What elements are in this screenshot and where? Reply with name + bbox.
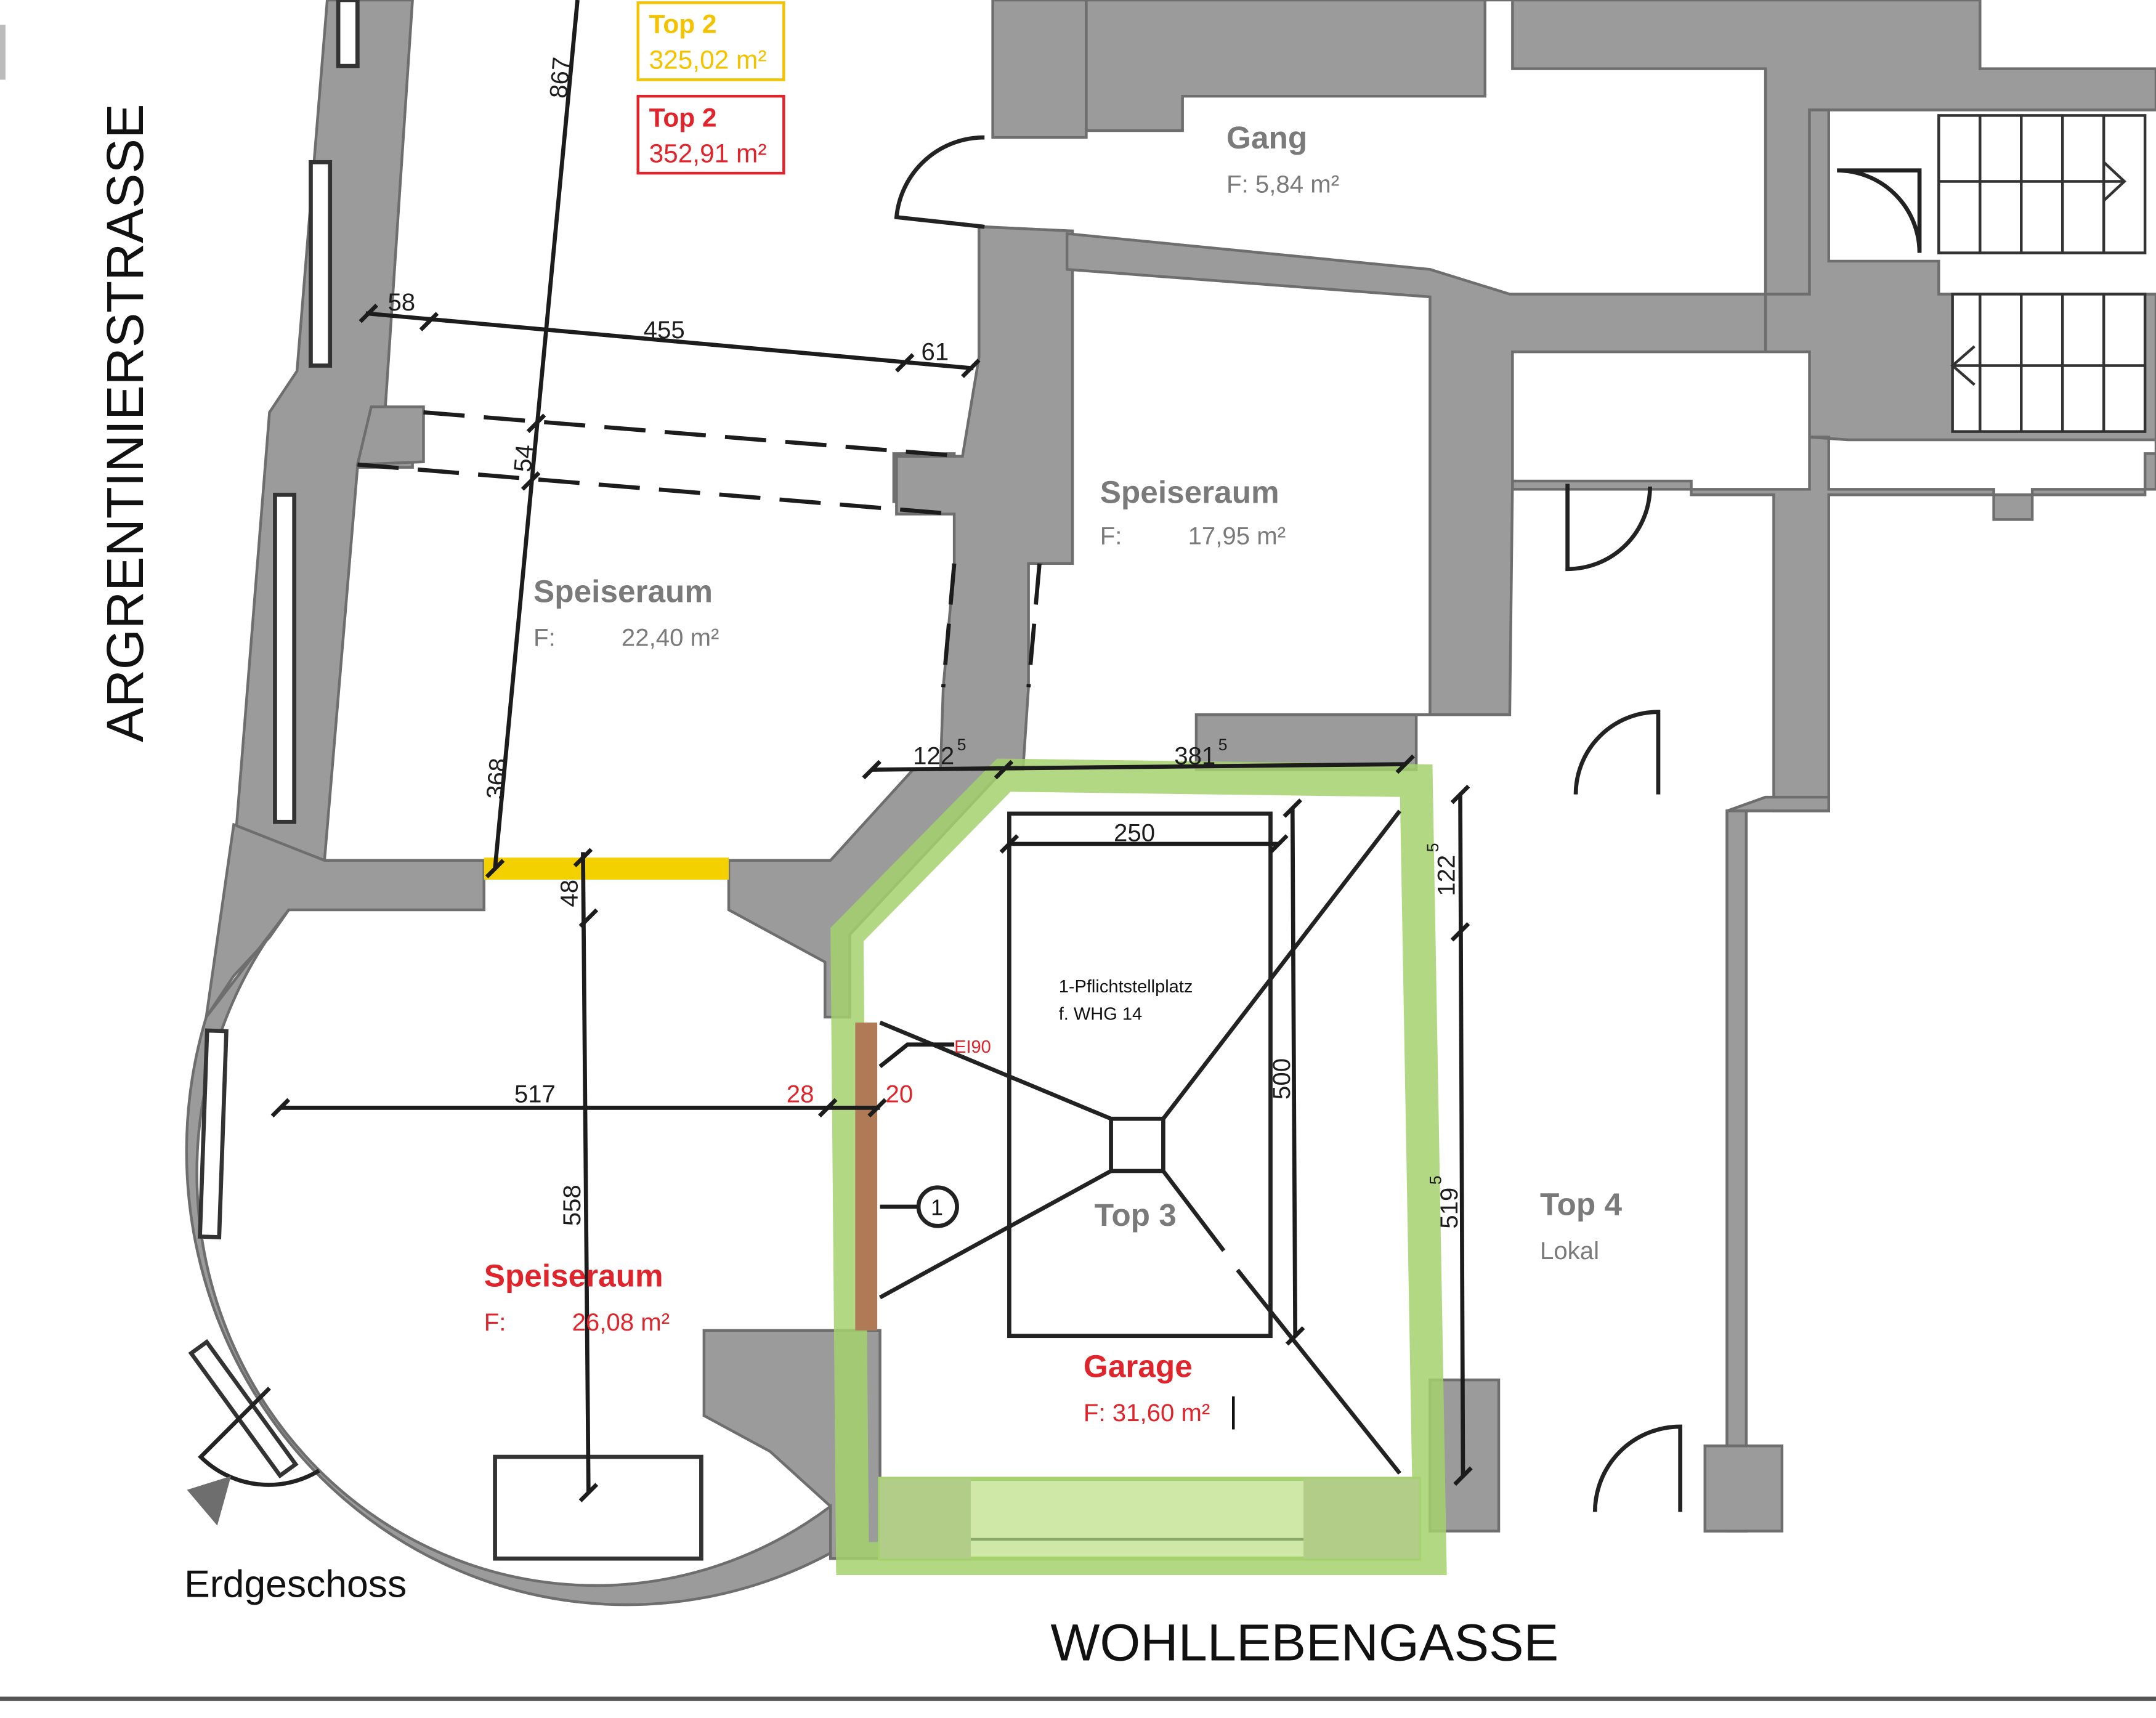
- speise-upper-right-name: Speiseraum: [1100, 475, 1279, 510]
- garage-name: Garage: [1084, 1349, 1193, 1384]
- dim-54: 54: [509, 444, 539, 473]
- room-door-swing-2: [1573, 710, 1661, 795]
- dim-517: 517: [514, 1080, 556, 1108]
- top4-door-swing: [1592, 1424, 1683, 1512]
- top4-east-wall: [1725, 809, 1748, 1533]
- parking-space: [878, 809, 1401, 1475]
- parking-line2: f. WHG 14: [1059, 1005, 1142, 1024]
- round-door-swing: [198, 1387, 320, 1487]
- round-window-west: [198, 1028, 229, 1239]
- dim-48: 48: [555, 880, 583, 907]
- dim-20: 20: [886, 1080, 914, 1108]
- doors-stairs: [894, 114, 2147, 1512]
- left-partition-wall: [355, 405, 425, 466]
- fire-rating-label: EI90: [954, 1037, 991, 1057]
- west-window-3: [273, 492, 297, 824]
- dim-1225a: 122: [913, 742, 954, 770]
- speise-upper-right-prefix: F:: [1100, 522, 1122, 550]
- garage-gate-pier-right: [1303, 1478, 1419, 1559]
- garage-area: F: 31,60 m²: [1084, 1399, 1210, 1427]
- central-wall: [895, 225, 1074, 771]
- speise-left-area: 22,40 m²: [622, 624, 719, 652]
- dim-61: 61: [922, 338, 949, 366]
- dim-3815-sup: 5: [1218, 735, 1228, 754]
- labels: ARGRENTINIERSTRASSE WOHLLEBENGASSE Erdge…: [95, 56, 1622, 1672]
- dim-558: 558: [558, 1185, 586, 1226]
- opening-dashed-vert-right: [1026, 563, 1042, 687]
- speise-left-name: Speiseraum: [533, 573, 713, 609]
- garage-gate-pier-left: [880, 1478, 971, 1559]
- dim-28: 28: [787, 1080, 814, 1108]
- staircase: [1937, 114, 2147, 433]
- gang-top-wall: [1085, 0, 2156, 304]
- yellow-wall-segment: [484, 857, 729, 880]
- dim-58: 58: [387, 288, 415, 316]
- opening-dashed-vert-left: [941, 563, 957, 687]
- round-window-sw: [188, 1339, 299, 1479]
- speise-round-name: Speiseraum: [484, 1258, 663, 1293]
- gang-door-swing: [894, 135, 985, 229]
- opening-dashed-bottom: [357, 462, 955, 516]
- speise-left-prefix: F:: [533, 624, 556, 652]
- dim-867: 867: [545, 56, 576, 100]
- marker-1-label: 1: [931, 1195, 943, 1220]
- ei90-wall: [855, 1023, 878, 1331]
- dim-500: 500: [1268, 1058, 1295, 1100]
- gang-bottom-wall: [1065, 108, 2156, 812]
- gang-area: F: 5,84 m²: [1226, 170, 1339, 198]
- dim-1225b-sup: 5: [1424, 843, 1442, 852]
- west-window-1: [336, 0, 360, 68]
- sheet-corner-mark: [0, 25, 6, 80]
- stair-door-swing: [1837, 168, 1922, 253]
- dim-3815: 381: [1174, 742, 1215, 770]
- parking-line1: 1-Pflichtstellplatz: [1059, 977, 1193, 997]
- stair-core-wall: [1703, 795, 1830, 1533]
- top4-south-pier: [1703, 1444, 1784, 1533]
- round-room-north-wall: [205, 822, 485, 1018]
- round-room-ring: [185, 909, 832, 1607]
- legend-red-box: [636, 94, 785, 175]
- central-pier-top: [991, 0, 1088, 139]
- street-west: ARGRENTINIERSTRASSE: [95, 103, 154, 742]
- dim-455: 455: [644, 316, 685, 344]
- dim-5195: 519: [1435, 1188, 1463, 1229]
- legend-red-area: 352,91 m²: [649, 139, 767, 168]
- round-window-south: [493, 1454, 703, 1561]
- speise-upper-right-area: 17,95 m²: [1188, 522, 1286, 550]
- legend-red-title: Top 2: [649, 103, 717, 132]
- dim-1225a-sup: 5: [957, 735, 967, 754]
- entrance-arrow: [187, 1476, 231, 1526]
- speise-round-area: 26,08 m²: [572, 1308, 670, 1336]
- dim-5195-sup: 5: [1426, 1175, 1445, 1185]
- legend-yellow-title: Top 2: [649, 10, 717, 39]
- garage-outline: [830, 758, 1447, 1575]
- west-window-2: [309, 160, 333, 368]
- street-south: WOHLLEBENGASSE: [1050, 1613, 1558, 1671]
- speise-round-prefix: F:: [484, 1308, 506, 1336]
- dim-250: 250: [1114, 819, 1155, 847]
- top4-sub: Lokal: [1540, 1237, 1599, 1265]
- top4-name: Top 4: [1540, 1186, 1623, 1222]
- floor-label: Erdgeschoss: [184, 1563, 407, 1606]
- top3-name: Top 3: [1095, 1197, 1177, 1233]
- dim-368: 368: [481, 757, 513, 801]
- opening-dashed-top: [423, 410, 963, 459]
- legend-yellow-area: 325,02 m²: [649, 46, 767, 75]
- legend-yellow-box: [636, 1, 785, 81]
- garage-wall-band: [830, 758, 1447, 1575]
- legend: Top 2 325,02 m² Top 2 352,91 m²: [636, 1, 785, 175]
- dimension-lines: [270, 0, 1473, 1502]
- dim-1225b: 122: [1433, 855, 1461, 896]
- gang-name: Gang: [1226, 120, 1307, 155]
- room-door-swing-1: [1565, 484, 1652, 572]
